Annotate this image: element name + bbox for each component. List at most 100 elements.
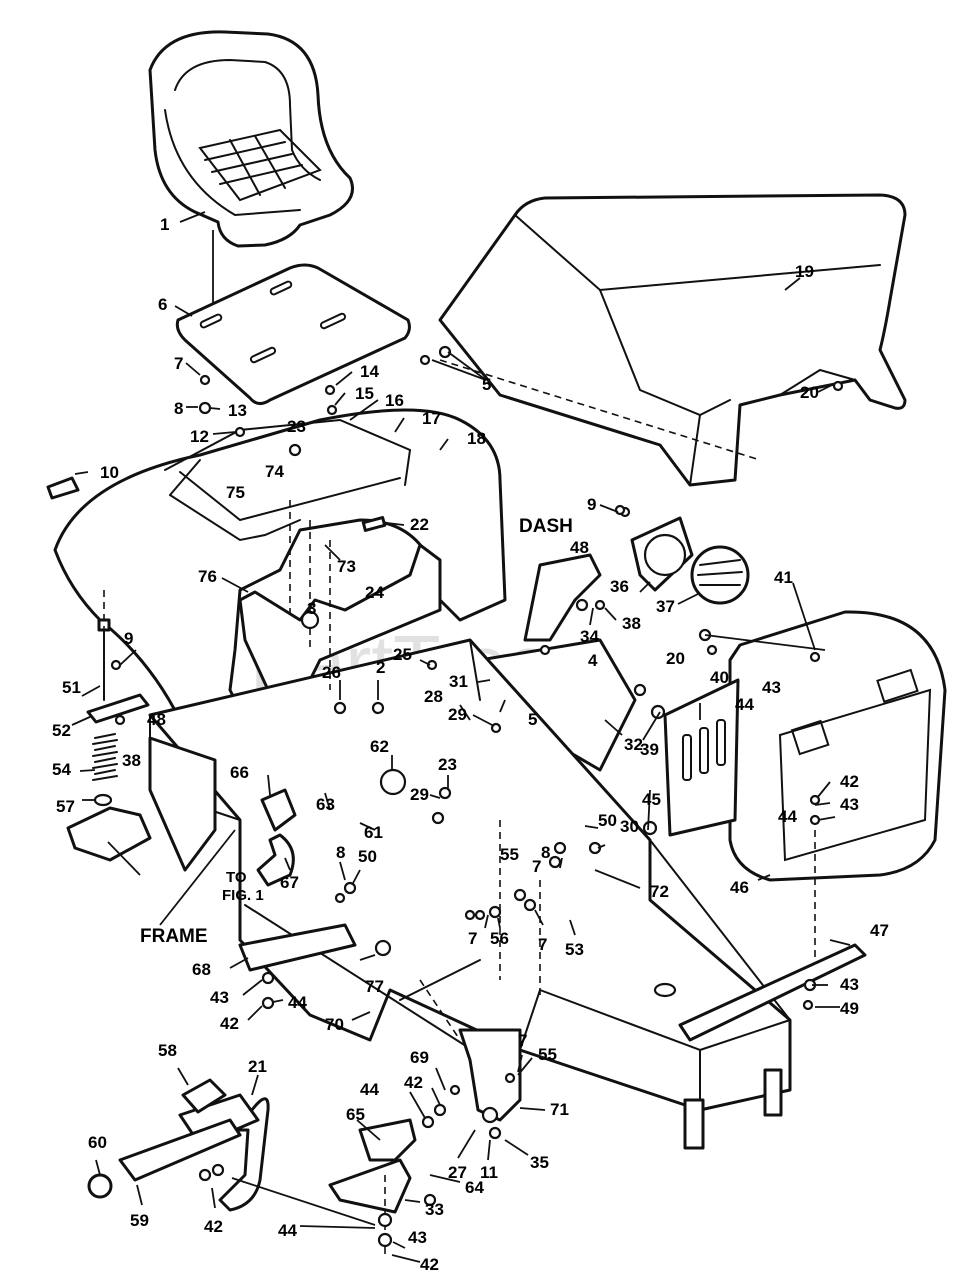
grille	[728, 610, 947, 882]
callout-42b: 42	[220, 1014, 239, 1033]
callout-43d: 43	[210, 988, 229, 1007]
callout-7d: 7	[538, 935, 547, 954]
hood	[438, 193, 907, 487]
callout-44: 44	[735, 695, 754, 714]
callout-47: 47	[870, 921, 889, 940]
callout-55b: 55	[538, 1045, 557, 1064]
dash-panel	[523, 553, 602, 642]
callout-38b: 38	[122, 751, 141, 770]
arm	[458, 1028, 522, 1122]
callout-20b: 20	[666, 649, 685, 668]
callout-8: 8	[174, 399, 183, 418]
callout-52: 52	[52, 721, 71, 740]
callout-70: 70	[325, 1015, 344, 1034]
to-fig-caption-2: FIG. 1	[222, 887, 264, 904]
callout-56: 56	[490, 929, 509, 948]
callout-24: 24	[365, 583, 384, 602]
callout-68: 68	[192, 960, 211, 979]
callout-17: 17	[422, 409, 441, 428]
callout-76: 76	[198, 567, 217, 586]
callout-11: 11	[480, 1163, 498, 1182]
callout-44d: 44	[360, 1080, 379, 1099]
callout-61: 61	[364, 823, 383, 842]
callout-59: 59	[130, 1211, 149, 1230]
seat	[148, 30, 354, 248]
callout-21: 21	[248, 1057, 267, 1076]
callout-25: 25	[393, 645, 412, 664]
callout-41: 41	[774, 568, 793, 587]
seat-pan	[175, 263, 411, 405]
fender-decal	[361, 516, 387, 532]
callout-12: 12	[190, 427, 209, 446]
callout-63: 63	[316, 795, 335, 814]
callout-29: 29	[448, 705, 467, 724]
frame-caption: FRAME	[140, 926, 208, 947]
front-axle-bracket	[678, 943, 867, 1042]
callout-6: 6	[158, 295, 167, 314]
callout-5: 5	[482, 375, 491, 394]
callout-51: 51	[62, 678, 81, 697]
callout-18: 18	[467, 429, 486, 448]
callout-44e: 44	[278, 1221, 297, 1240]
seat-pan-slots	[199, 280, 347, 364]
callout-45: 45	[642, 790, 661, 809]
callout-69: 69	[410, 1048, 429, 1067]
callout-3: 3	[307, 599, 316, 618]
callout-33: 33	[425, 1200, 444, 1219]
callout-7e: 7	[518, 1031, 527, 1050]
callout-7b: 7	[532, 857, 541, 876]
callout-16: 16	[385, 391, 404, 410]
pedal-lever	[118, 1118, 242, 1182]
pedal	[181, 1078, 227, 1114]
callout-9b: 9	[124, 629, 133, 648]
callout-10: 10	[100, 463, 119, 482]
callout-72: 72	[650, 882, 669, 901]
callout-48: 48	[570, 538, 589, 557]
callout-7c: 7	[468, 929, 477, 948]
callout-42: 42	[840, 772, 859, 791]
callout-43: 43	[762, 678, 781, 697]
callout-53: 53	[565, 940, 584, 959]
callout-4: 4	[588, 651, 598, 670]
callout-60: 60	[88, 1133, 107, 1152]
callout-77: 77	[365, 977, 384, 996]
callout-65: 65	[346, 1105, 365, 1124]
callout-42d: 42	[204, 1217, 223, 1236]
spring	[92, 733, 118, 781]
callout-43c: 43	[840, 975, 859, 994]
tube	[256, 833, 295, 887]
callout-42e: 42	[420, 1255, 439, 1274]
fasteners	[110, 345, 844, 1248]
callout-62: 62	[370, 737, 389, 756]
callout-44b: 44	[778, 807, 797, 826]
fender	[53, 408, 507, 762]
washer-57	[93, 793, 113, 807]
rod-2	[399, 959, 481, 1001]
callout-58: 58	[158, 1041, 177, 1060]
callout-43b: 43	[840, 795, 859, 814]
callout-13: 13	[228, 401, 247, 420]
callout-2: 2	[376, 658, 385, 677]
callout-38: 38	[622, 614, 641, 633]
callout-15: 15	[355, 384, 374, 403]
callout-67: 67	[280, 873, 299, 892]
headlight	[690, 545, 750, 605]
rod	[244, 904, 481, 1056]
callout-55: 55	[500, 845, 519, 864]
bracket-66	[260, 788, 297, 832]
callout-74: 74	[265, 462, 284, 481]
callout-20: 20	[800, 383, 819, 402]
callout-23: 23	[287, 417, 306, 436]
leader-lines	[71, 211, 851, 1263]
knob	[87, 1173, 113, 1199]
callout-30: 30	[620, 817, 639, 836]
callout-8c: 8	[541, 843, 550, 862]
callout-49: 49	[840, 999, 859, 1018]
callout-32: 32	[624, 735, 643, 754]
callout-labels: 1 6 7 8 13 14 15 16 17 18 12 23 10 74 75…	[52, 215, 889, 1274]
callout-44c: 44	[288, 993, 307, 1012]
grille-screen	[663, 678, 740, 837]
callout-75: 75	[226, 483, 245, 502]
decal	[46, 476, 80, 500]
